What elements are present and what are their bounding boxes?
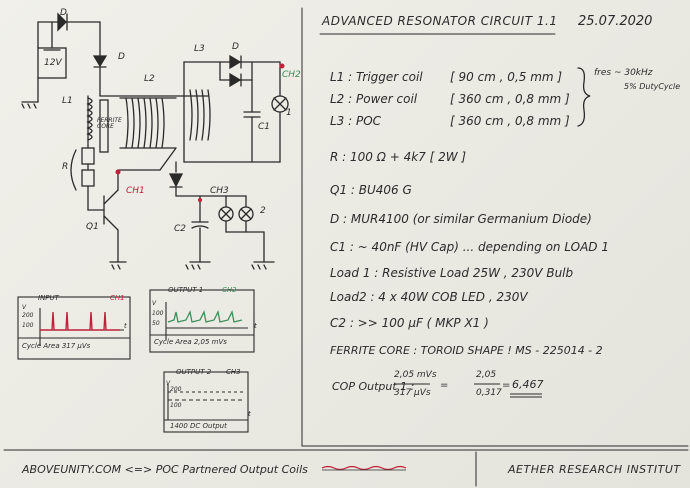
spec-l2-label: L2 : Power coil bbox=[330, 92, 418, 106]
scope1-tick-200: 200 bbox=[22, 312, 34, 319]
spec-l1-value: [ 90 cm , 0,5 mm ] bbox=[450, 70, 563, 84]
scope2-caption: Cycle Area 2,05 mVs bbox=[154, 338, 227, 346]
label-l3: L3 bbox=[194, 44, 205, 54]
scope1-x-axis: t bbox=[124, 322, 127, 330]
label-d-top: D bbox=[60, 8, 67, 18]
scope3-tick-200: 200 bbox=[170, 386, 182, 393]
label-c1: C1 bbox=[258, 122, 271, 132]
cop-eq-1: = bbox=[440, 380, 449, 391]
spec-l3-value: [ 360 cm , 0,8 mm ] bbox=[450, 114, 570, 128]
scope3-title: OUTPUT 2 bbox=[176, 368, 212, 376]
label-ch2: CH2 bbox=[282, 70, 301, 80]
comp-load1: Load 1 : Resistive Load 25W , 230V Bulb bbox=[330, 266, 574, 280]
scope1-channel: CH1 bbox=[110, 294, 125, 302]
scope2-tick-100: 100 bbox=[152, 310, 164, 317]
label-load1: 1 bbox=[286, 108, 292, 118]
page-date: 25.07.2020 bbox=[578, 14, 653, 29]
scope3-caption: 1400 DC Output bbox=[170, 422, 227, 430]
scope3-tick-100: 100 bbox=[170, 402, 182, 409]
scope1-tick-100: 100 bbox=[22, 322, 34, 329]
label-l1: L1 bbox=[62, 96, 73, 106]
footer-left: ABOVEUNITY.COM <=> POC Partnered Output … bbox=[22, 463, 308, 476]
label-c2: C2 bbox=[174, 224, 187, 234]
scope1-tick-v: V bbox=[22, 304, 27, 311]
label-r: R bbox=[62, 162, 69, 172]
scope2-tick-v: V bbox=[152, 300, 157, 307]
cop-eq-2: = bbox=[502, 380, 511, 391]
page-title: ADVANCED RESONATOR CIRCUIT 1.1 bbox=[322, 14, 558, 28]
label-q1: Q1 bbox=[86, 222, 99, 232]
comp-d: D : MUR4100 (or similar Germanium Diode) bbox=[330, 212, 592, 226]
spec-l2-value: [ 360 cm , 0,8 mm ] bbox=[450, 92, 570, 106]
scope3-x-axis: t bbox=[248, 410, 251, 418]
cop-result: 6,467 bbox=[512, 378, 544, 391]
scope3-channel: CH3 bbox=[226, 368, 241, 376]
scope2-title: OUTPUT 1 bbox=[168, 286, 204, 294]
label-load2: 2 bbox=[260, 206, 266, 216]
label-battery: 12V bbox=[44, 58, 62, 68]
comp-c1: C1 : ~ 40nF (HV Cap) ... depending on LO… bbox=[330, 240, 609, 254]
label-ch1: CH1 bbox=[126, 186, 145, 196]
cop-n1: 2,05 mVs bbox=[394, 370, 437, 380]
footer-right: AETHER RESEARCH INSTITUT bbox=[508, 463, 681, 476]
scope2-channel: CH2 bbox=[222, 286, 237, 294]
comp-q1: Q1 : BU406 G bbox=[330, 183, 412, 197]
cop-d1: 317 µVs bbox=[394, 388, 431, 398]
scope3-tick-v: V bbox=[166, 380, 171, 387]
comp-c2: C2 : >> 100 µF ( MKP X1 ) bbox=[330, 316, 489, 330]
scope1-caption: Cycle Area 317 µVs bbox=[22, 342, 91, 350]
freq-note-1: fres ~ 30kHz bbox=[594, 68, 653, 78]
label-ferrite: FERRITE CORE bbox=[97, 117, 122, 130]
label-ch3: CH3 bbox=[210, 186, 229, 196]
scope2-x-axis: t bbox=[254, 322, 257, 330]
comp-load2: Load2 : 4 x 40W COB LED , 230V bbox=[330, 290, 528, 304]
freq-note-2: 5% DutyCycle bbox=[624, 82, 681, 91]
label-d-mid: D bbox=[118, 52, 125, 62]
cop-label: COP Output 1 : bbox=[332, 380, 415, 393]
scope2-tick-50: 50 bbox=[152, 320, 160, 327]
cop-n2: 2,05 bbox=[476, 370, 497, 380]
spec-l1-label: L1 : Trigger coil bbox=[330, 70, 423, 84]
cop-d2: 0,317 bbox=[476, 388, 502, 398]
spec-l3-label: L3 : POC bbox=[330, 114, 382, 128]
label-d-l3: D bbox=[232, 42, 239, 52]
scope1-title: INPUT bbox=[38, 294, 59, 302]
comp-core: FERRITE CORE : TOROID SHAPE ! MS - 22501… bbox=[330, 344, 603, 357]
comp-r: R : 100 Ω + 4k7 [ 2W ] bbox=[330, 150, 467, 164]
label-l2: L2 bbox=[144, 74, 155, 84]
